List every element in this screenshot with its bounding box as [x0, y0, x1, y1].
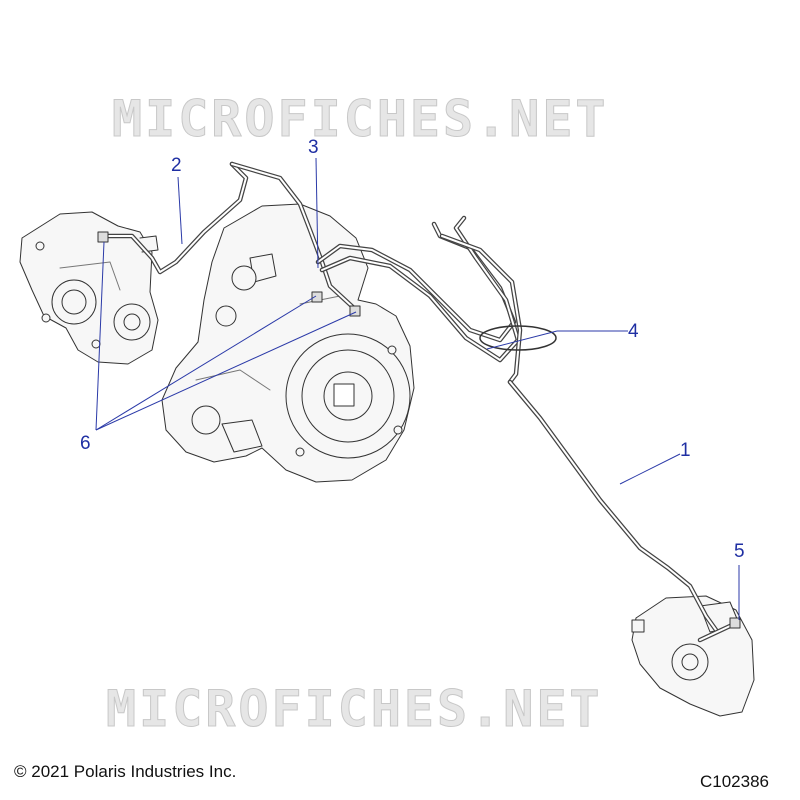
callout-5[interactable]: 5 — [734, 541, 745, 562]
fittings — [97, 231, 741, 629]
front-gearcase — [19, 211, 159, 365]
leader-lines — [95, 157, 740, 620]
callout-6[interactable]: 6 — [80, 433, 91, 454]
watermark-bottom: MICROFICHES.NET — [106, 680, 603, 738]
vent-tube-bundle — [315, 215, 523, 385]
callout-3[interactable]: 3 — [308, 137, 319, 158]
tube-clamp-4 — [479, 325, 557, 351]
watermark-top: MICROFICHES.NET — [112, 90, 609, 148]
rear-gearcase — [631, 595, 755, 717]
copyright-text: © 2021 Polaris Industries Inc. — [14, 762, 237, 781]
callout-4[interactable]: 4 — [628, 321, 639, 342]
figure-code: C102386 — [700, 772, 770, 791]
callout-1[interactable]: 1 — [680, 440, 691, 461]
callout-2[interactable]: 2 — [171, 155, 182, 176]
